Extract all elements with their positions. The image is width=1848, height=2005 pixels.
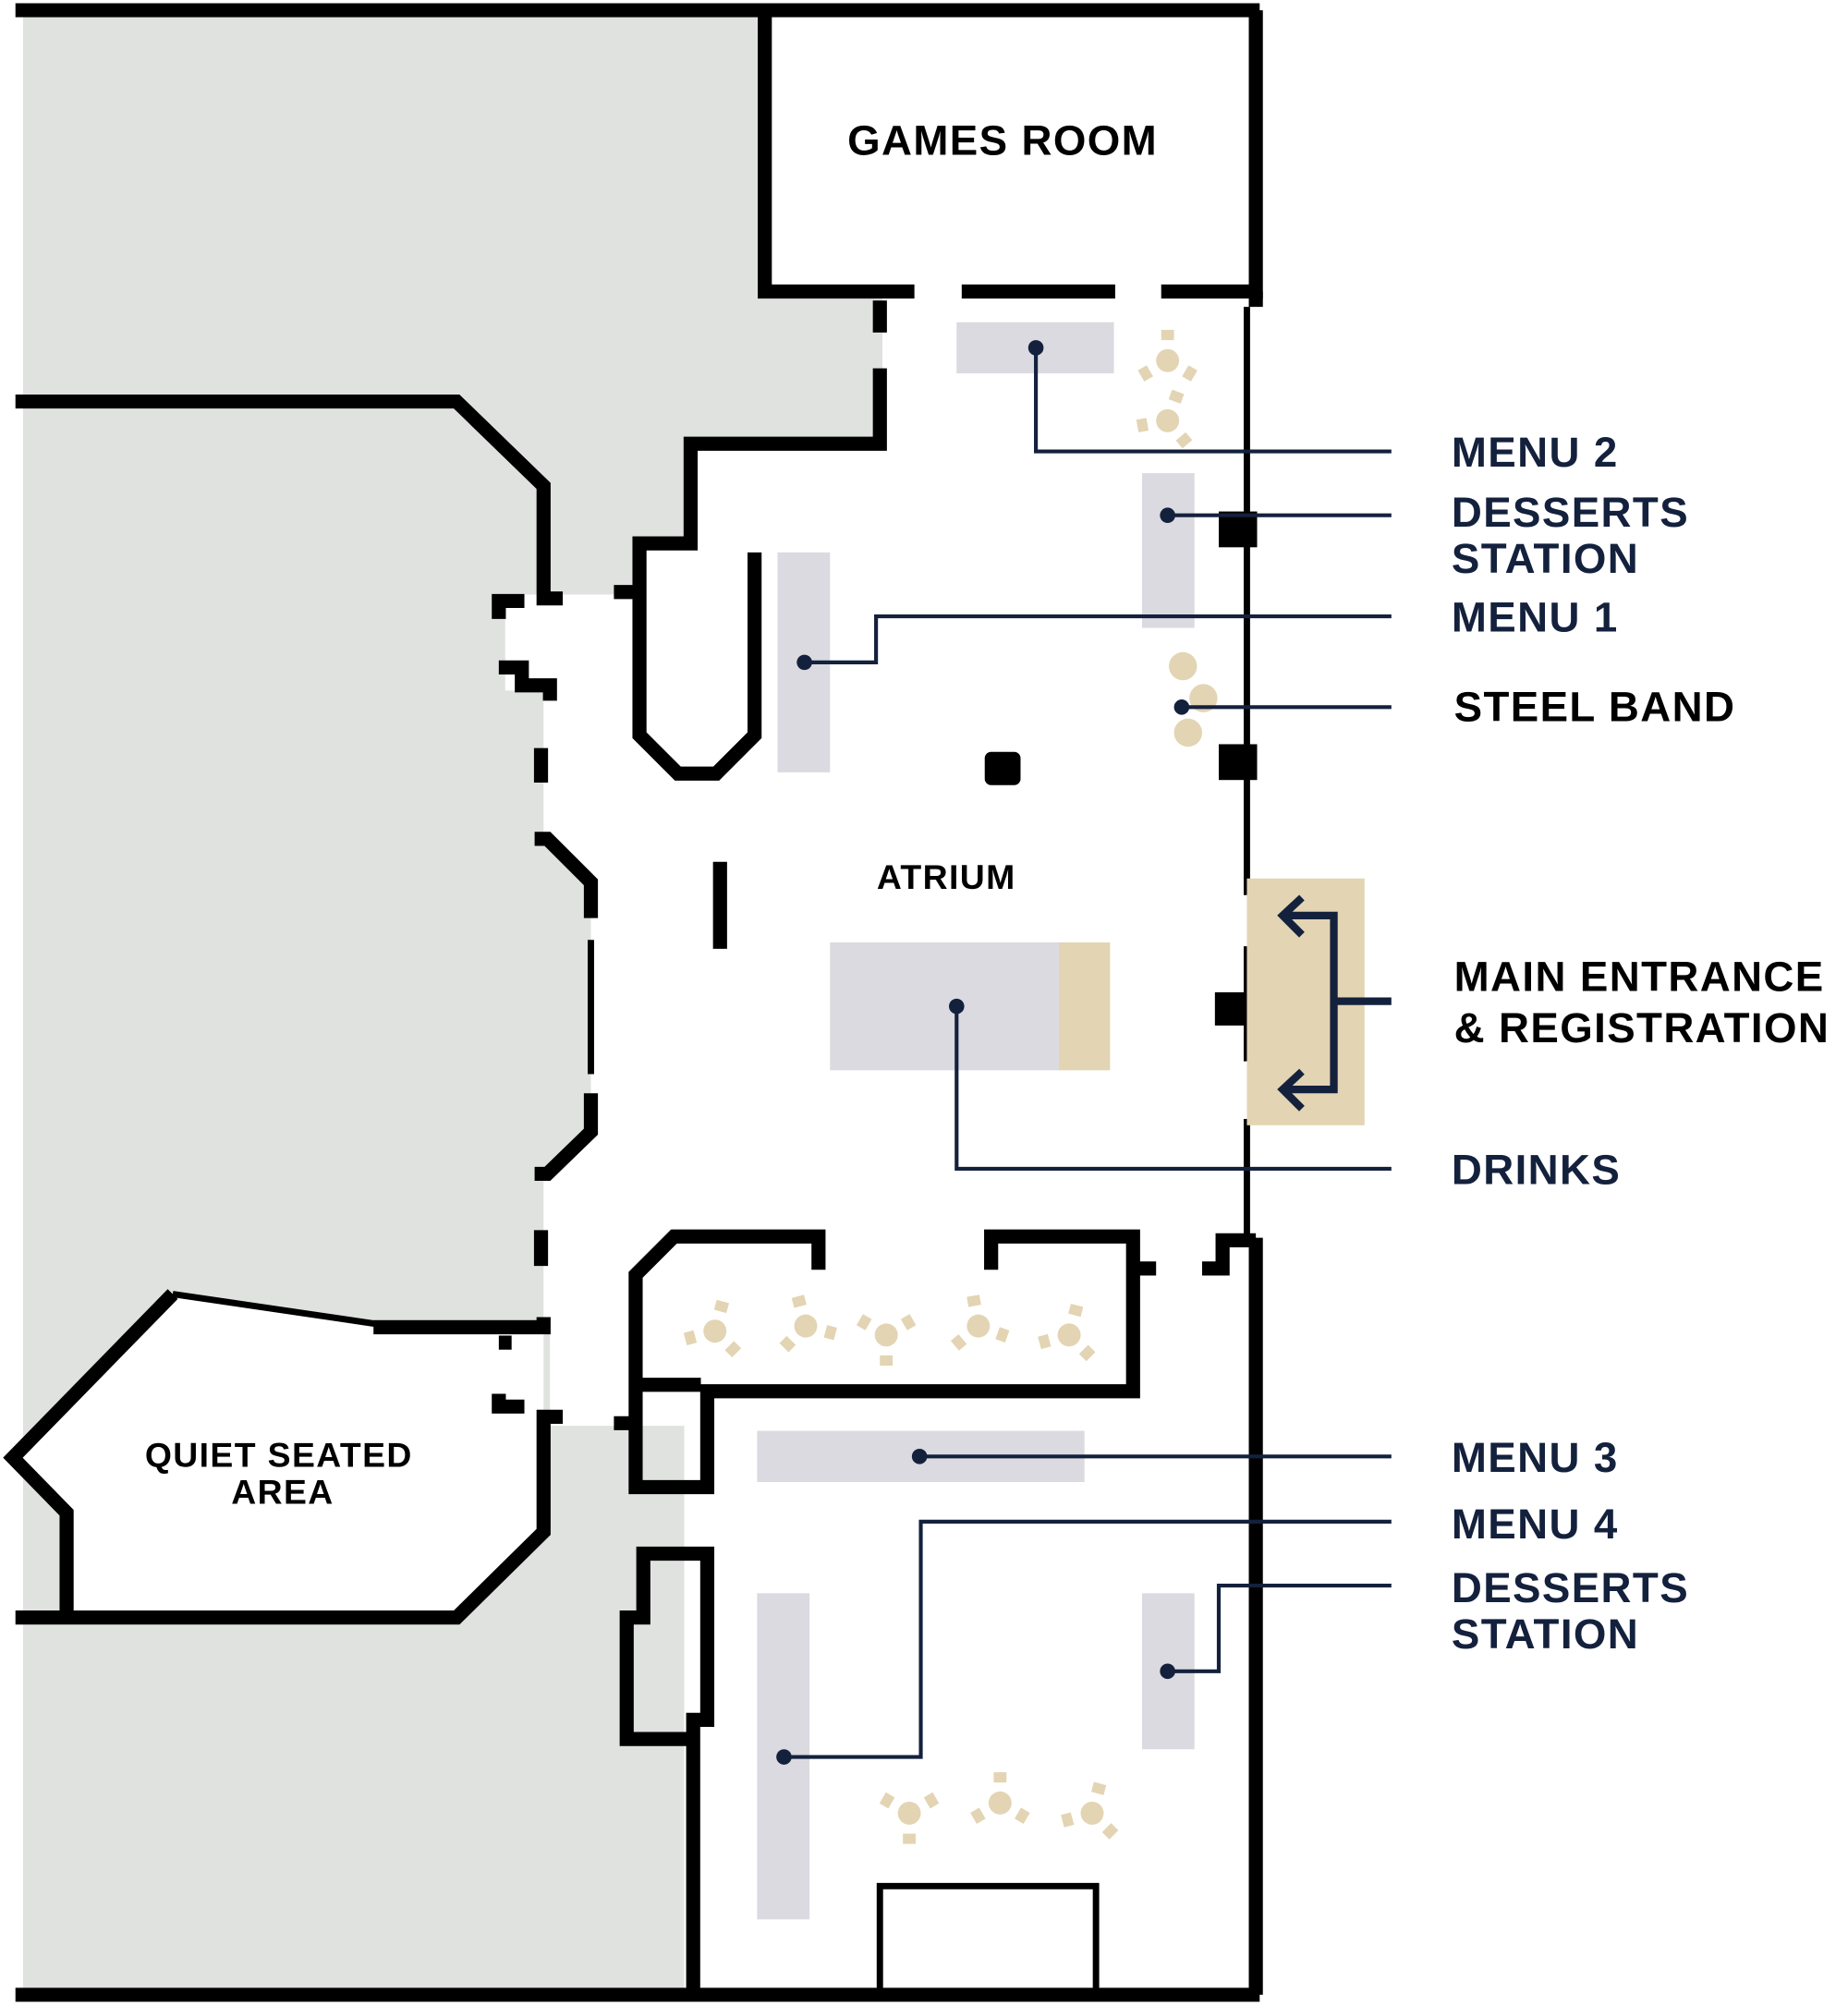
- desserts-station-2-label-line1: DESSERTS: [1452, 1564, 1689, 1611]
- menu-4-label: MENU 4: [1452, 1501, 1619, 1548]
- drinks-bar: [830, 942, 1061, 1071]
- menu-2-label: MENU 2: [1452, 429, 1619, 476]
- desserts-station-1-label-line1: DESSERTS: [1452, 489, 1689, 536]
- main-entrance-label-line1: MAIN ENTRANCE: [1454, 954, 1825, 1001]
- quiet-area-label-line2: AREA: [231, 1473, 334, 1512]
- quiet-area-floor: [12, 1294, 544, 1618]
- steel-band-label: STEEL BAND: [1454, 684, 1736, 731]
- menu-1-label: MENU 1: [1452, 594, 1619, 641]
- quiet-area-label-line1: QUIET SEATED: [145, 1435, 413, 1474]
- drinks-bar-service: [1059, 942, 1111, 1071]
- menu-3-label: MENU 3: [1452, 1434, 1619, 1481]
- desserts-station-1-label-line2: STATION: [1452, 535, 1639, 582]
- games-room-floor: [764, 10, 1254, 292]
- main-hall-floor: [505, 294, 1247, 1995]
- entrance-arrows-icon: [1277, 894, 1392, 1112]
- walls: [3, 3, 1263, 2002]
- games-room-label: GAMES ROOM: [847, 116, 1158, 164]
- main-entrance-label-line2: & REGISTRATION: [1454, 1004, 1830, 1051]
- leader-lines: [776, 340, 1392, 1765]
- desserts-station-2-label-line2: STATION: [1452, 1610, 1639, 1658]
- atrium-label: ATRIUM: [877, 857, 1016, 896]
- drinks-label: DRINKS: [1452, 1147, 1621, 1194]
- desserts-station-1-table: [1141, 473, 1195, 628]
